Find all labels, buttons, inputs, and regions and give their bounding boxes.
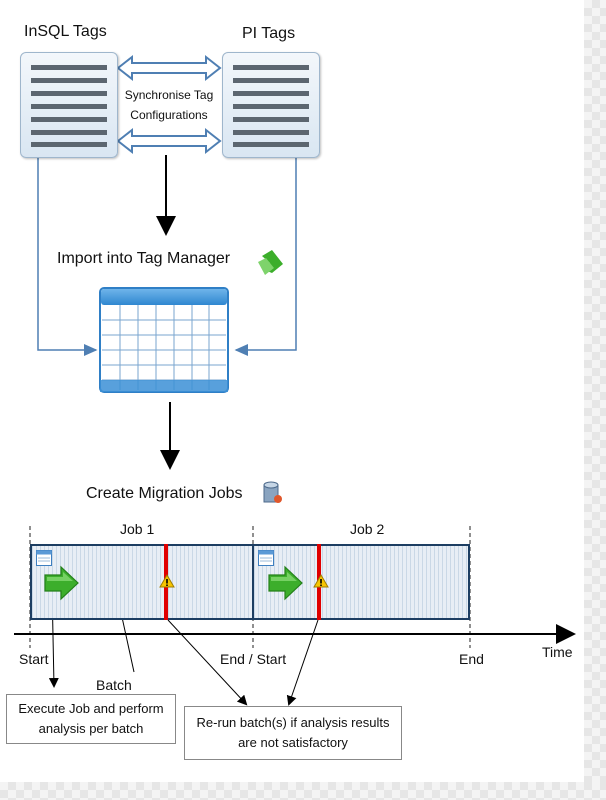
job2-go-arrow-icon bbox=[268, 565, 303, 601]
connector-insql-to-grid bbox=[37, 158, 98, 356]
execute-job-callout: Execute Job and perform analysis per bat… bbox=[6, 694, 176, 744]
sync-double-arrow-top bbox=[116, 54, 222, 82]
tag-manager-grid-icon bbox=[99, 287, 229, 393]
connector-pi-to-grid bbox=[234, 158, 297, 356]
sync-label-line2: Configurations bbox=[130, 108, 208, 122]
pi-tag-list-icon bbox=[222, 52, 320, 158]
timeline-start-label: Start bbox=[19, 651, 49, 667]
sync-label-line1: Synchronise Tag bbox=[124, 88, 214, 102]
pointer-rerun-job1 bbox=[167, 619, 248, 706]
import-icon bbox=[258, 250, 283, 275]
job1-label: Job 1 bbox=[120, 521, 155, 537]
insql-tags-title: InSQL Tags bbox=[24, 23, 107, 40]
insql-tag-list-icon bbox=[20, 52, 118, 158]
execute-callout-line2: analysis per batch bbox=[38, 721, 144, 736]
rerun-callout-line1: Re-run batch(s) if analysis results bbox=[196, 715, 390, 730]
background-pattern-right bbox=[584, 0, 606, 800]
sync-double-arrow-bottom bbox=[116, 127, 222, 155]
job1-bar bbox=[30, 544, 254, 620]
job2-label: Job 2 bbox=[350, 521, 385, 537]
time-axis-label: Time bbox=[542, 644, 573, 660]
job1-window-icon bbox=[36, 550, 52, 566]
execute-callout-line1: Execute Job and perform bbox=[18, 701, 164, 716]
timeline-end-label: End bbox=[459, 651, 484, 667]
pi-tags-title: PI Tags bbox=[242, 25, 296, 42]
import-label: Import into Tag Manager bbox=[57, 250, 231, 267]
batch-label: Batch bbox=[96, 677, 132, 693]
job2-warning-icon bbox=[313, 574, 329, 588]
rerun-callout-line2: are not satisfactory bbox=[238, 735, 348, 750]
background-pattern-bottom bbox=[0, 782, 606, 800]
rerun-batch-callout: Re-run batch(s) if analysis results are … bbox=[184, 706, 402, 760]
timeline-end-start-label: End / Start bbox=[220, 651, 287, 667]
job2-window-icon bbox=[258, 550, 274, 566]
job1-warning-icon bbox=[159, 574, 175, 588]
sync-label: Synchronise Tag Configurations bbox=[116, 85, 222, 125]
database-icon bbox=[263, 481, 282, 503]
migration-jobs-label: Create Migration Jobs bbox=[86, 485, 243, 502]
job1-go-arrow-icon bbox=[44, 565, 79, 601]
pointer-rerun-job2 bbox=[286, 619, 319, 706]
